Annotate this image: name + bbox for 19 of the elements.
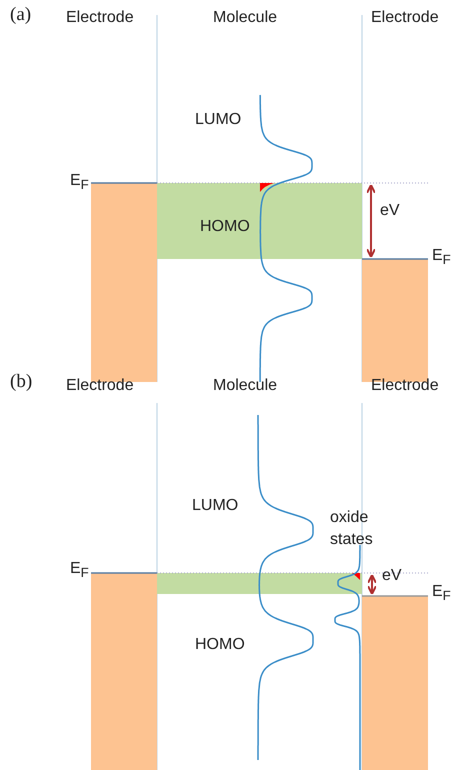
panel-label: (b) [10, 373, 32, 391]
column-heading: Electrode [371, 9, 439, 27]
band-label: HOMO [200, 218, 250, 236]
fermi-level-label: E$_{F}$ [70, 560, 89, 582]
fermi-level-label: E$_{F}$ [70, 172, 89, 194]
column-heading: Molecule [213, 9, 278, 27]
voltage-label: eV [380, 202, 400, 220]
fermi-level-label: E$_{F}$ [432, 247, 451, 270]
panel-label: (a) [10, 6, 32, 24]
band-label: LUMO [195, 111, 242, 129]
column-heading: Molecule [213, 377, 278, 395]
band-label: HOMO [195, 636, 245, 654]
column-heading: Electrode [371, 377, 439, 395]
state-label: oxide states [330, 508, 374, 550]
band-label: LUMO [192, 497, 238, 515]
column-heading: Electrode [66, 9, 134, 27]
column-heading: Electrode [66, 377, 134, 395]
voltage-label: eV [382, 567, 402, 585]
fermi-level-label: E$_{F}$ [432, 583, 451, 606]
